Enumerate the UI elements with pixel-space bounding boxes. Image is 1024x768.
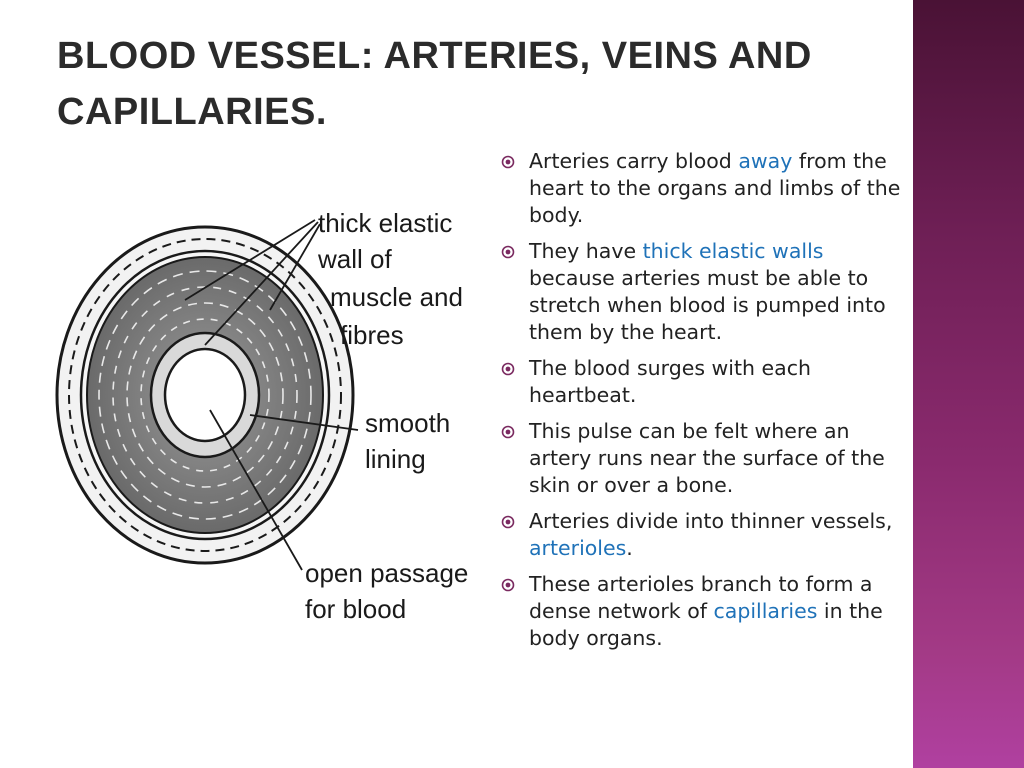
highlighted-term: capillaries [713, 599, 818, 623]
bullet-text: The blood surges with each heartbeat. [529, 356, 811, 407]
label-wall-1: thick elastic [318, 208, 452, 238]
muscle-fibre-ring-4 [140, 318, 270, 472]
muscle-fibre-ring-3 [126, 302, 284, 488]
circled-dot-icon [501, 578, 515, 592]
bullet-text: from the heart to the organs and limbs o… [529, 149, 901, 227]
highlighted-term: away [738, 149, 793, 173]
bullet-item: Arteries divide into thinner vessels, ar… [498, 508, 903, 562]
bullet-list: Arteries carry blood away from the heart… [498, 148, 903, 661]
artery-cross-section-diagram: thick elastic wall of muscle and fibres … [55, 208, 468, 624]
bullet-item: These arterioles branch to form a dense … [498, 571, 903, 652]
bullet-text: Arteries divide into thinner vessels, [529, 509, 893, 533]
bullet-item: Arteries carry blood away from the heart… [498, 148, 903, 229]
label-passage-2: for blood [305, 594, 406, 624]
outer-dash-ring [68, 238, 342, 552]
bullet-item: The blood surges with each heartbeat. [498, 355, 903, 409]
circled-dot-icon [501, 245, 515, 259]
label-wall-2: wall of [317, 244, 392, 274]
circled-dot-icon [501, 362, 515, 376]
bullet-item: They have thick elastic walls because ar… [498, 238, 903, 346]
lumen [163, 347, 247, 443]
label-wall-3: muscle and [330, 282, 463, 312]
highlighted-term: arterioles [529, 536, 627, 560]
decorative-side-band [913, 0, 1024, 768]
bullet-text: . [626, 536, 633, 560]
label-lining-1: smooth [365, 408, 450, 438]
circled-dot-icon [501, 155, 515, 169]
highlighted-term: thick elastic walls [642, 239, 824, 263]
bullet-item: This pulse can be felt where an artery r… [498, 418, 903, 499]
circled-dot-icon [501, 515, 515, 529]
circled-dot-icon [501, 425, 515, 439]
label-passage-1: open passage [305, 558, 468, 588]
pointer-lines [184, 219, 359, 571]
bullet-text: They have [529, 239, 643, 263]
bullet-text: because arteries must be able to stretch… [529, 266, 886, 344]
label-lining-2: lining [365, 444, 426, 474]
slide-title: BLOOD VESSEL: ARTERIES, VEINS AND CAPILL… [57, 35, 812, 133]
bullet-text: These arterioles branch to form a dense … [529, 572, 873, 623]
bullet-text: This pulse can be felt where an artery r… [529, 419, 885, 497]
label-wall-4: fibres [340, 320, 404, 350]
muscle-fibre-ring-1 [98, 270, 312, 520]
bullet-text: Arteries carry blood [529, 149, 739, 173]
bullet-text: in the body organs. [529, 599, 883, 650]
